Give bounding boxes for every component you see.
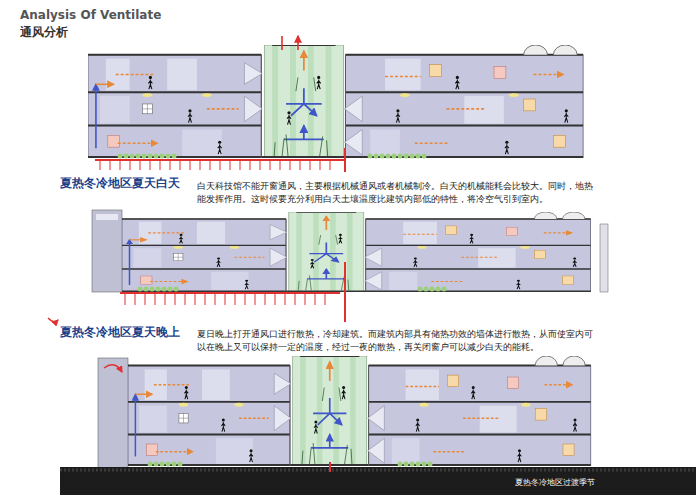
section-heading: 夏热冬冷地区夏天晚上 xyxy=(60,325,180,340)
title-cn: 通风分析 xyxy=(20,24,68,41)
section-heading: 夏热冬冷地区过渡季节 xyxy=(515,477,595,488)
section-note: 夏日晚上打开通风口进行散热，冷却建筑。而建筑内部具有储热功效的墙体进行散热，从而… xyxy=(197,328,597,354)
section-note: 白天科技馆不能开窗通风，主要根据机械通风或者机械制冷。白天的机械能耗会比较大。同… xyxy=(197,180,597,206)
section-heading: 夏热冬冷地区夏天白天 xyxy=(60,176,180,191)
title-text: Analysis Of Ventilate xyxy=(20,8,161,22)
